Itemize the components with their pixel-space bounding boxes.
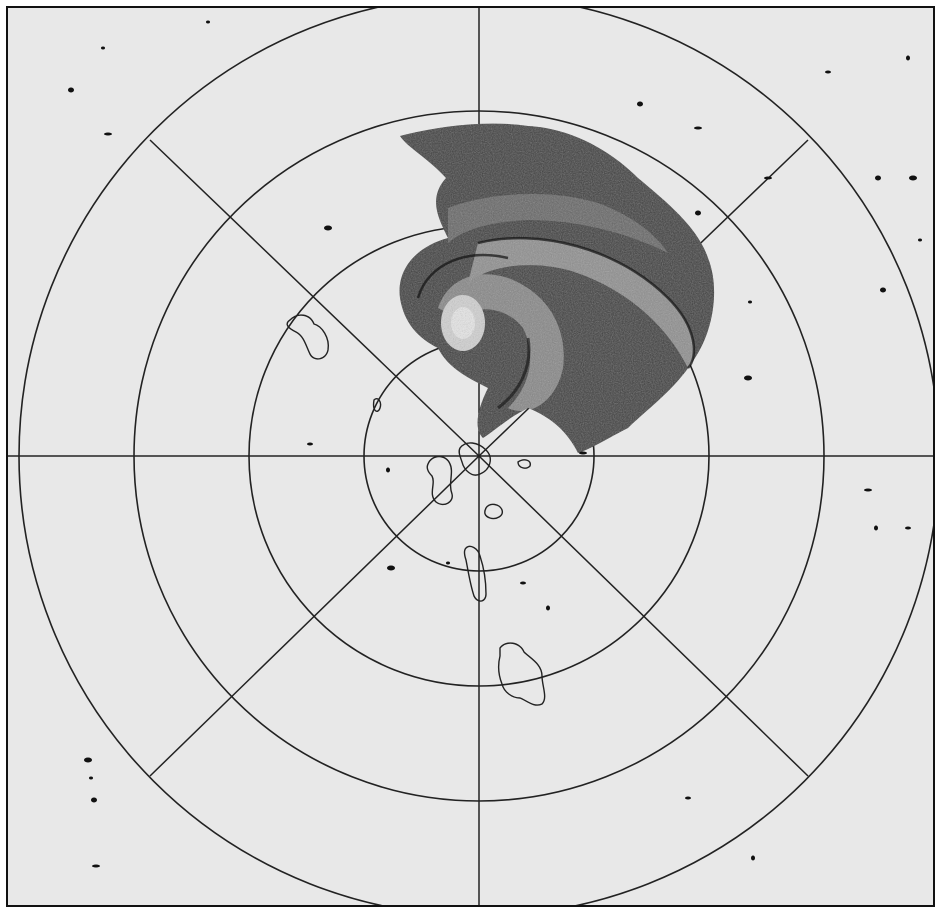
island-guadeloupe bbox=[426, 455, 453, 506]
island-4 bbox=[517, 459, 531, 469]
clutter-speck bbox=[744, 375, 752, 381]
radial-southwest bbox=[149, 455, 480, 777]
clutter-speck bbox=[694, 126, 702, 130]
radial-southeast bbox=[478, 455, 809, 777]
clutter-speck bbox=[905, 526, 911, 530]
island-outlines bbox=[286, 314, 546, 706]
clutter-speck bbox=[825, 70, 831, 74]
clutter-speck bbox=[386, 467, 390, 473]
clutter-speck bbox=[101, 46, 105, 50]
clutter-speck bbox=[751, 855, 755, 861]
clutter-speck bbox=[918, 238, 922, 242]
clutter-speck bbox=[89, 776, 93, 780]
clutter-speck bbox=[695, 210, 701, 216]
clutter-speck bbox=[446, 561, 450, 565]
island-2 bbox=[372, 398, 382, 412]
clutter-speck bbox=[92, 864, 100, 868]
clutter-speck bbox=[748, 300, 752, 304]
clutter-speck bbox=[520, 581, 526, 585]
island-1 bbox=[286, 314, 329, 360]
clutter-speck bbox=[324, 225, 332, 231]
clutter-speck bbox=[764, 176, 772, 180]
clutter-speck bbox=[875, 175, 881, 181]
clutter-speck bbox=[104, 132, 112, 136]
island-dominica bbox=[463, 545, 487, 602]
clutter-speck bbox=[685, 796, 691, 800]
clutter-speck bbox=[546, 605, 550, 611]
clutter-speck bbox=[91, 797, 97, 803]
island-martinique bbox=[497, 642, 546, 706]
clutter-speck bbox=[906, 55, 910, 61]
clutter-speck bbox=[307, 442, 313, 446]
clutter-speck bbox=[874, 525, 878, 531]
clutter-speck bbox=[880, 287, 886, 293]
radar-scope bbox=[8, 8, 933, 905]
radar-image-frame bbox=[6, 6, 935, 907]
clutter-speck bbox=[84, 757, 92, 763]
island-guadeloupe-east bbox=[458, 442, 491, 476]
clutter-speck bbox=[68, 87, 74, 93]
storm-echo bbox=[399, 123, 715, 453]
island-3 bbox=[484, 503, 503, 520]
clutter-speck bbox=[637, 101, 643, 107]
clutter-speck bbox=[909, 175, 917, 181]
clutter-speck bbox=[579, 451, 587, 455]
clutter-speck bbox=[206, 20, 210, 24]
clutter-specks bbox=[68, 20, 922, 868]
clutter-speck bbox=[387, 565, 395, 571]
radial-northwest bbox=[149, 139, 480, 457]
clutter-speck bbox=[864, 488, 872, 492]
